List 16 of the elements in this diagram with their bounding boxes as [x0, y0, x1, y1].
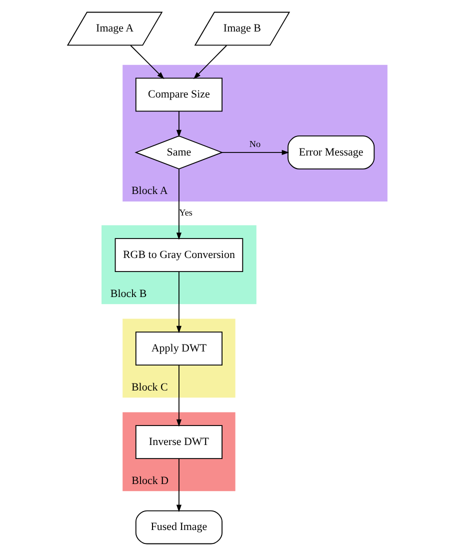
- edge-label: No: [249, 138, 261, 149]
- node-box: Apply DWT: [135, 332, 222, 366]
- arrow: [176, 168, 182, 240]
- node-box: RGB to Gray Conversion: [114, 238, 244, 272]
- arrow: [176, 272, 182, 334]
- node-diamond: Same: [134, 135, 224, 170]
- arrow: [193, 45, 228, 80]
- node-box: Compare Size: [135, 78, 222, 112]
- arrow: [176, 365, 182, 427]
- arrow: [176, 458, 182, 512]
- node-box: Error Message: [288, 136, 375, 170]
- node-box: Fused Image: [135, 510, 222, 544]
- arrow: [222, 150, 290, 156]
- arrow: [176, 111, 182, 138]
- arrow: [130, 45, 164, 80]
- node-box: Inverse DWT: [135, 425, 222, 459]
